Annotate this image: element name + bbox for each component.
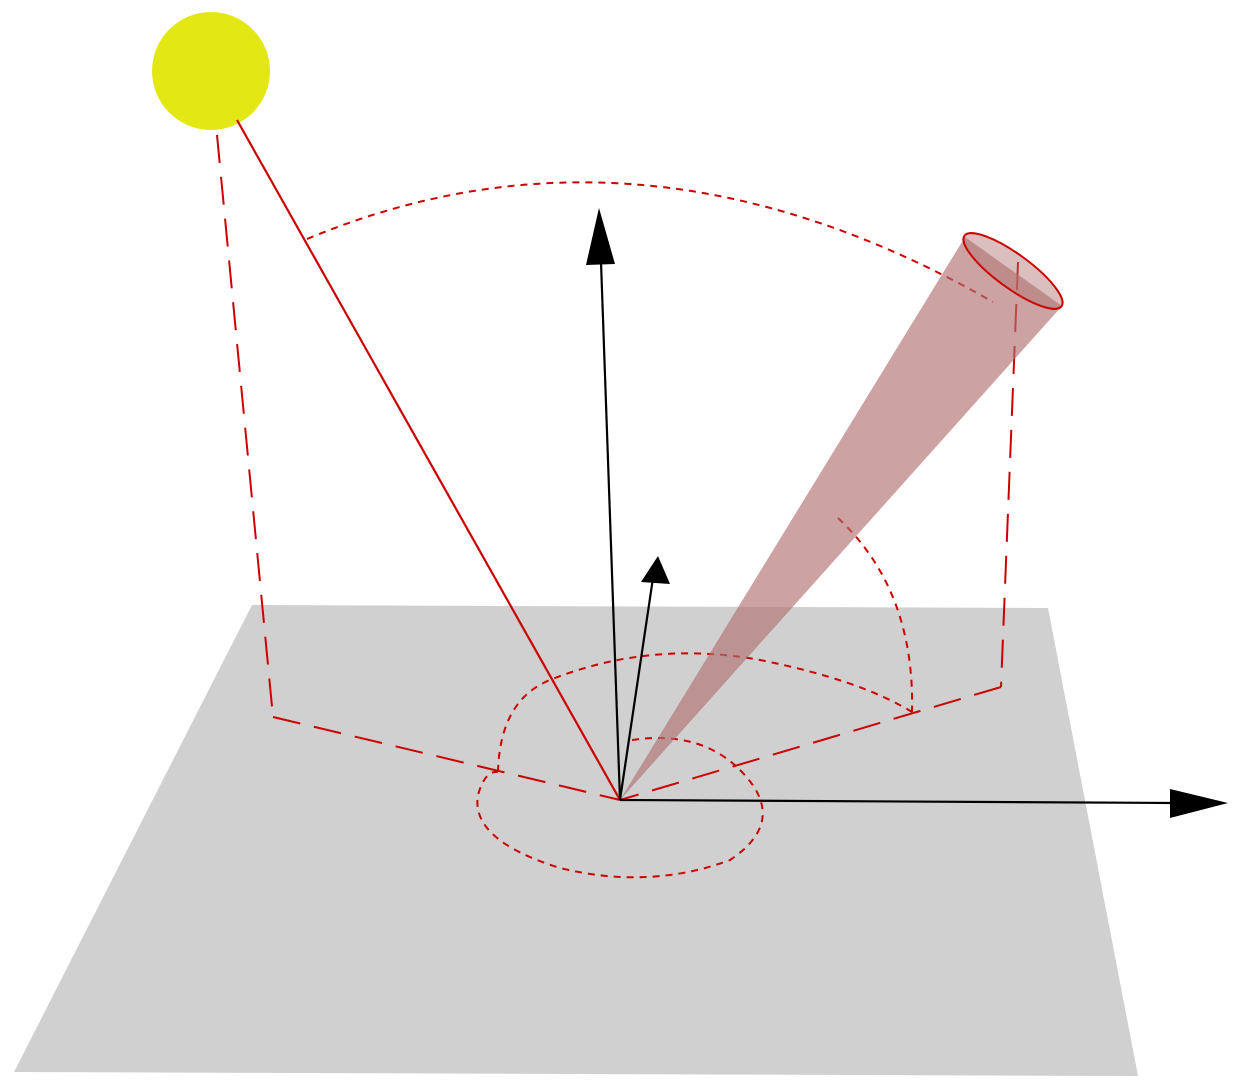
horizontal-axis-arrowhead: [1170, 789, 1228, 818]
surface-plane: [14, 605, 1138, 1076]
relative-azimuth-arc: [476, 769, 764, 879]
phase-angle-arc: [306, 181, 994, 303]
horizontal-axis-arrow: [619, 798, 1176, 805]
sun-ray-line: [236, 119, 621, 801]
view-azimuth-arc: [497, 652, 913, 773]
sun-ground-projection-line: [272, 716, 621, 801]
viewing-cone: [620, 237, 1062, 800]
surface-normal-arrowhead: [586, 208, 615, 265]
sun-icon: [152, 12, 270, 130]
viewing-cone-aperture: [962, 232, 1064, 310]
sun-vertical-drop-line: [216, 134, 274, 718]
view-zenith-arc: [837, 517, 914, 713]
view-ground-projection-line: [619, 686, 1002, 801]
surface-normal-arrow: [599, 261, 622, 801]
north-direction-arrow: [618, 577, 655, 801]
view-vertical-drop-line: [1000, 261, 1019, 688]
relative-azimuth-arc-top: [631, 737, 741, 771]
north-direction-arrowhead: [641, 556, 670, 584]
